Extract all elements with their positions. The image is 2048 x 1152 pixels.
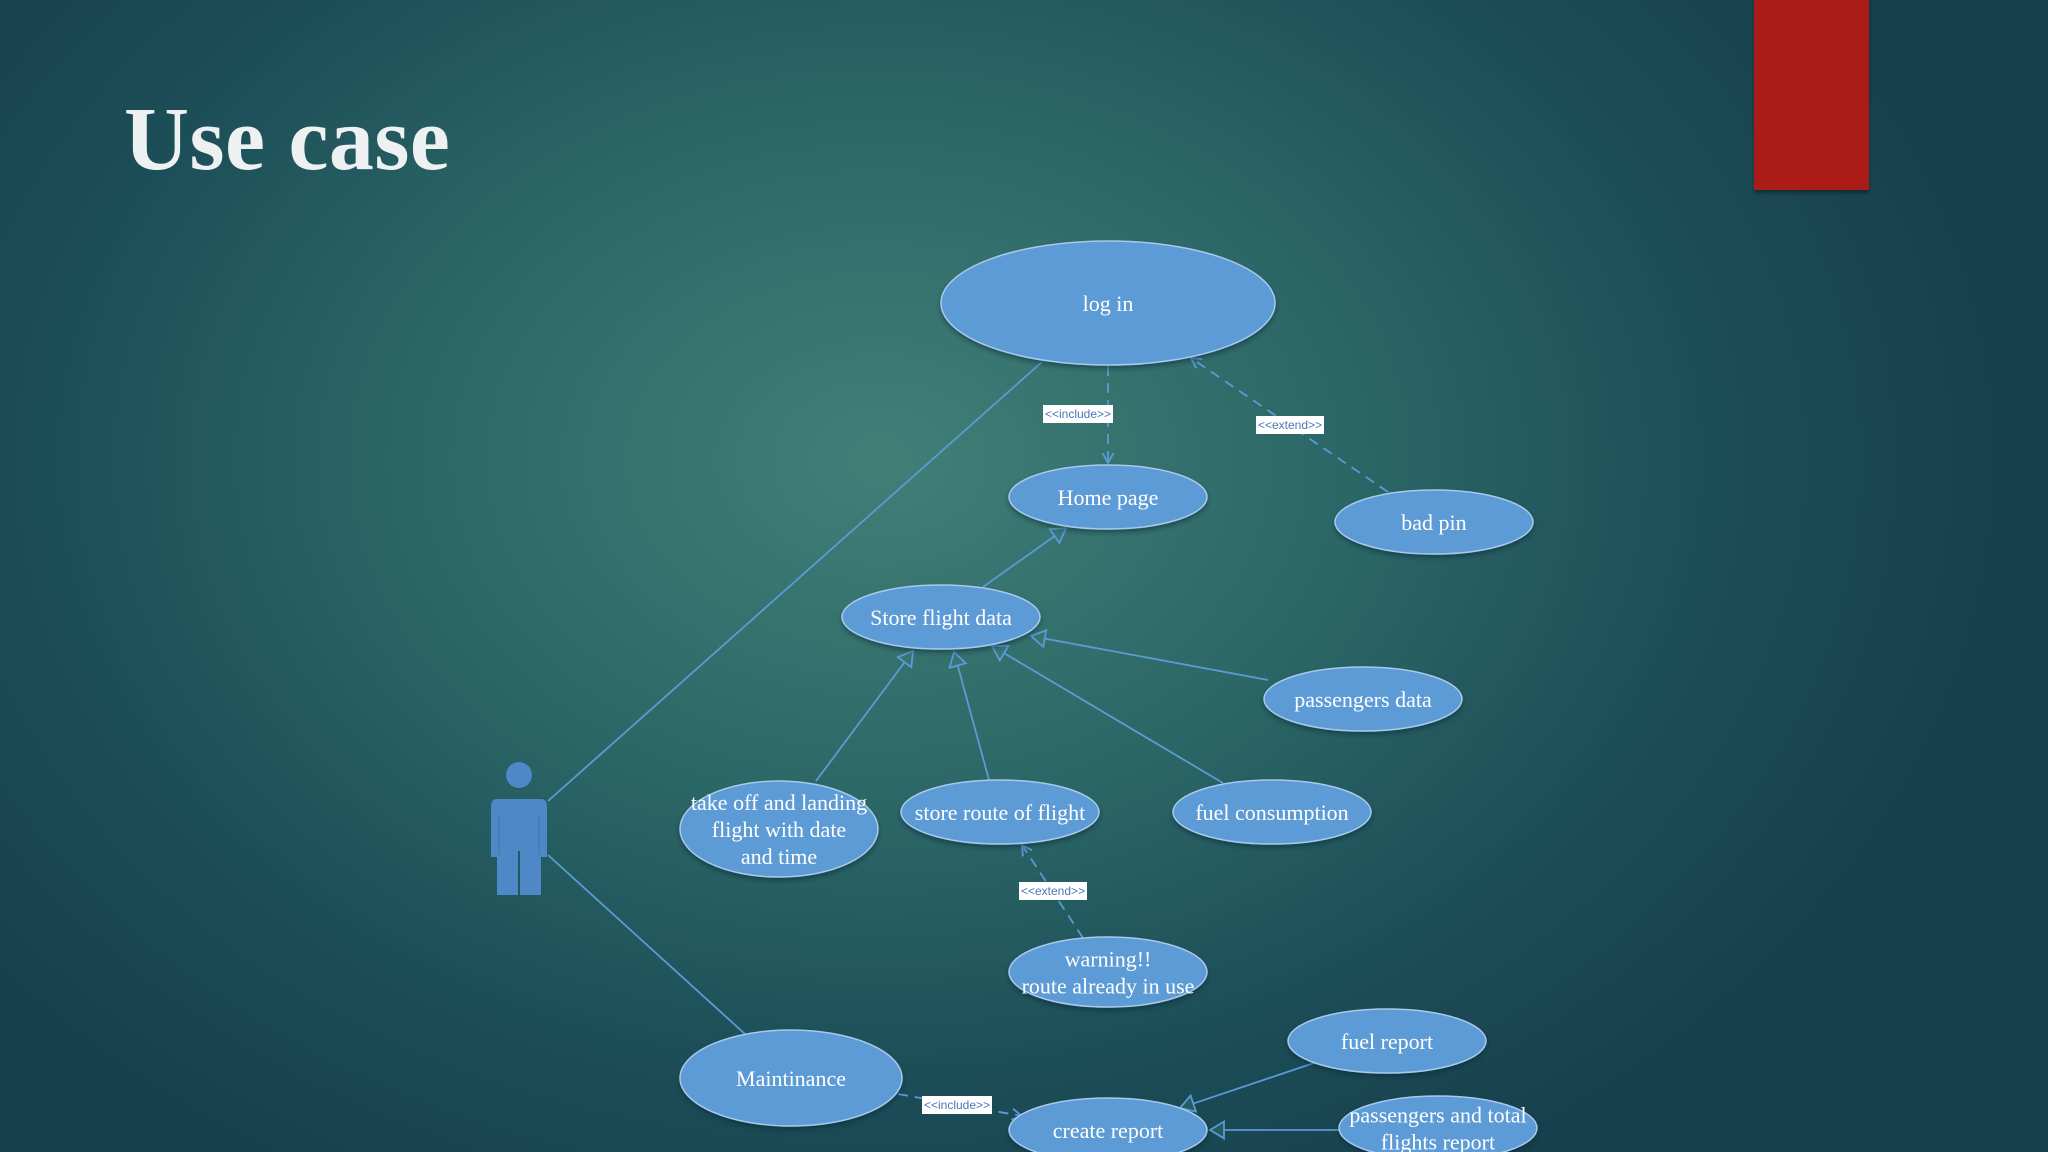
relation-generalization	[948, 650, 990, 781]
relation-generalization	[815, 649, 915, 782]
generalization-arrowhead	[896, 649, 915, 669]
actor-layer	[491, 762, 547, 895]
relation-generalization	[1029, 628, 1269, 681]
stereotype-label-bg	[1043, 405, 1113, 423]
relation-line	[897, 1093, 1023, 1117]
relation-include	[1101, 366, 1115, 465]
use-case-label: warning!!	[1065, 947, 1152, 972]
use-case-label: bad pin	[1401, 510, 1466, 535]
arrowhead	[1189, 356, 1203, 369]
relation-line	[982, 535, 1056, 588]
use-case-label: log in	[1083, 291, 1134, 316]
generalization-arrowhead	[990, 645, 1010, 663]
stereotype-labels-layer: <<include>> <<extend>> <<extend>> <<include…	[922, 405, 1324, 1114]
relations-layer	[547, 356, 1389, 1140]
relation-line	[1044, 637, 1269, 681]
relation-generalization	[982, 526, 1068, 588]
use-case-passengers[interactable]: passengers data	[1263, 666, 1463, 732]
use-case-label: create report	[1053, 1118, 1164, 1143]
stereotype-label-bg	[1019, 882, 1087, 900]
use-case-label: and time	[741, 844, 817, 869]
stereotype-label: <<extend>>	[1019, 882, 1087, 900]
use-case-ellipse	[841, 584, 1041, 650]
use-case-ellipse	[940, 240, 1276, 366]
use-case-ellipse	[1263, 666, 1463, 732]
actor-figure[interactable]	[491, 762, 547, 895]
use-case-badpin[interactable]: bad pin	[1334, 489, 1534, 555]
generalization-arrowhead	[948, 650, 968, 670]
use-case-ellipse	[679, 780, 879, 878]
use-case-label: fuel report	[1341, 1029, 1433, 1054]
use-case-label: passengers data	[1294, 687, 1432, 712]
generalization-arrowhead	[1029, 628, 1048, 649]
use-case-ellipse	[1334, 489, 1534, 555]
use-case-label: flights report	[1381, 1130, 1495, 1152]
relation-line	[1192, 1062, 1315, 1105]
actor-head	[506, 762, 532, 788]
generalization-arrowhead	[1178, 1093, 1198, 1113]
use-case-ellipse	[1008, 1097, 1208, 1152]
slide-title: Use case	[124, 90, 451, 189]
stereotype-label-text: <<include>>	[1045, 407, 1111, 421]
use-case-route[interactable]: store route of flight	[900, 779, 1100, 845]
relation-line	[1003, 652, 1224, 784]
generalization-arrowhead	[1208, 1120, 1225, 1140]
use-case-login[interactable]: log in	[940, 240, 1276, 366]
use-case-fuelreport[interactable]: fuel report	[1287, 1008, 1487, 1074]
stereotype-label-text: <<extend>>	[1021, 884, 1085, 898]
arrowhead	[1101, 452, 1115, 465]
use-case-label: Store flight data	[870, 605, 1012, 630]
stereotype-label-text: <<include>>	[924, 1098, 990, 1112]
use-case-ellipse	[1008, 464, 1208, 530]
use-case-ellipse	[1008, 936, 1208, 1008]
relation-generalization	[1208, 1120, 1340, 1140]
relation-line	[815, 661, 906, 782]
use-case-ellipse	[1287, 1008, 1487, 1074]
use-case-ellipse	[1172, 779, 1372, 845]
relation-line	[956, 665, 990, 781]
generalization-arrowhead	[1048, 526, 1068, 545]
use-case-maint[interactable]: Maintinance	[679, 1029, 903, 1127]
use-case-label: store route of flight	[915, 800, 1085, 825]
use-case-label: fuel consumption	[1195, 800, 1348, 825]
relation-line	[547, 854, 746, 1035]
use-case-createreport[interactable]: create report	[1008, 1097, 1208, 1152]
use-case-ellipse	[679, 1029, 903, 1127]
accent-bar	[1754, 0, 1869, 190]
arrowhead	[1020, 843, 1033, 857]
stereotype-label-bg	[1256, 416, 1324, 434]
use-case-homepage[interactable]: Home page	[1008, 464, 1208, 530]
relation-association	[547, 854, 746, 1035]
stereotype-label: <<include>>	[922, 1096, 992, 1114]
relation-generalization	[1178, 1062, 1315, 1113]
stereotype-label-bg	[922, 1096, 992, 1114]
stereotype-label: <<include>>	[1043, 405, 1113, 423]
stereotype-label: <<extend>>	[1256, 416, 1324, 434]
use-case-warning[interactable]: warning!!route already in use	[1008, 936, 1208, 1008]
use-case-ellipse	[1338, 1095, 1538, 1152]
use-case-label: passengers and total	[1349, 1103, 1526, 1128]
relation-generalization	[990, 645, 1224, 784]
use-case-label: route already in use	[1022, 974, 1195, 999]
use-case-label: Maintinance	[736, 1066, 846, 1091]
use-case-ellipse	[900, 779, 1100, 845]
use-case-label: flight with date	[712, 817, 846, 842]
use-case-fuel[interactable]: fuel consumption	[1172, 779, 1372, 845]
use-case-label: Home page	[1058, 485, 1159, 510]
stereotype-label-text: <<extend>>	[1258, 418, 1322, 432]
use-case-label: take off and landing	[691, 790, 867, 815]
actor-body	[491, 799, 547, 895]
relation-line	[547, 361, 1043, 802]
relation-association	[547, 361, 1043, 802]
use-case-store[interactable]: Store flight data	[841, 584, 1041, 650]
